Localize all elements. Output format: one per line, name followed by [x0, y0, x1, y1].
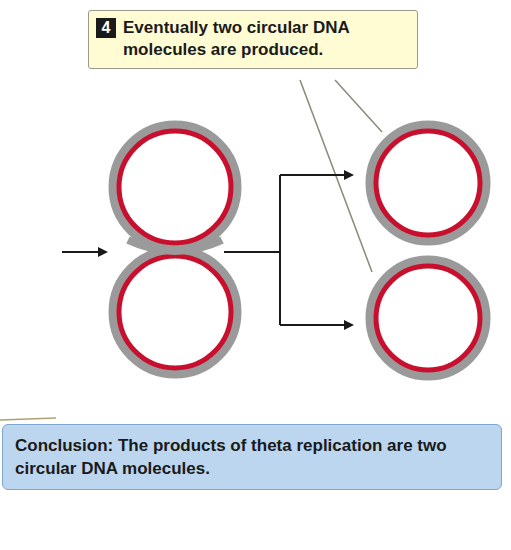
callout-text: Conclusion: The products of theta replic… — [15, 434, 489, 480]
conclusion-box: Conclusion: The products of theta replic… — [2, 424, 502, 490]
callout-text: Eventually two circular DNA molecules ar… — [123, 17, 407, 61]
callout-box: 4 Eventually two circular DNA molecules a… — [88, 10, 418, 69]
callout-number: 4 — [96, 18, 116, 38]
process-arrow — [62, 175, 352, 325]
daughter-dna-circles — [370, 125, 486, 376]
catenated-dna-circles — [113, 125, 237, 374]
rule-line — [0, 418, 56, 420]
